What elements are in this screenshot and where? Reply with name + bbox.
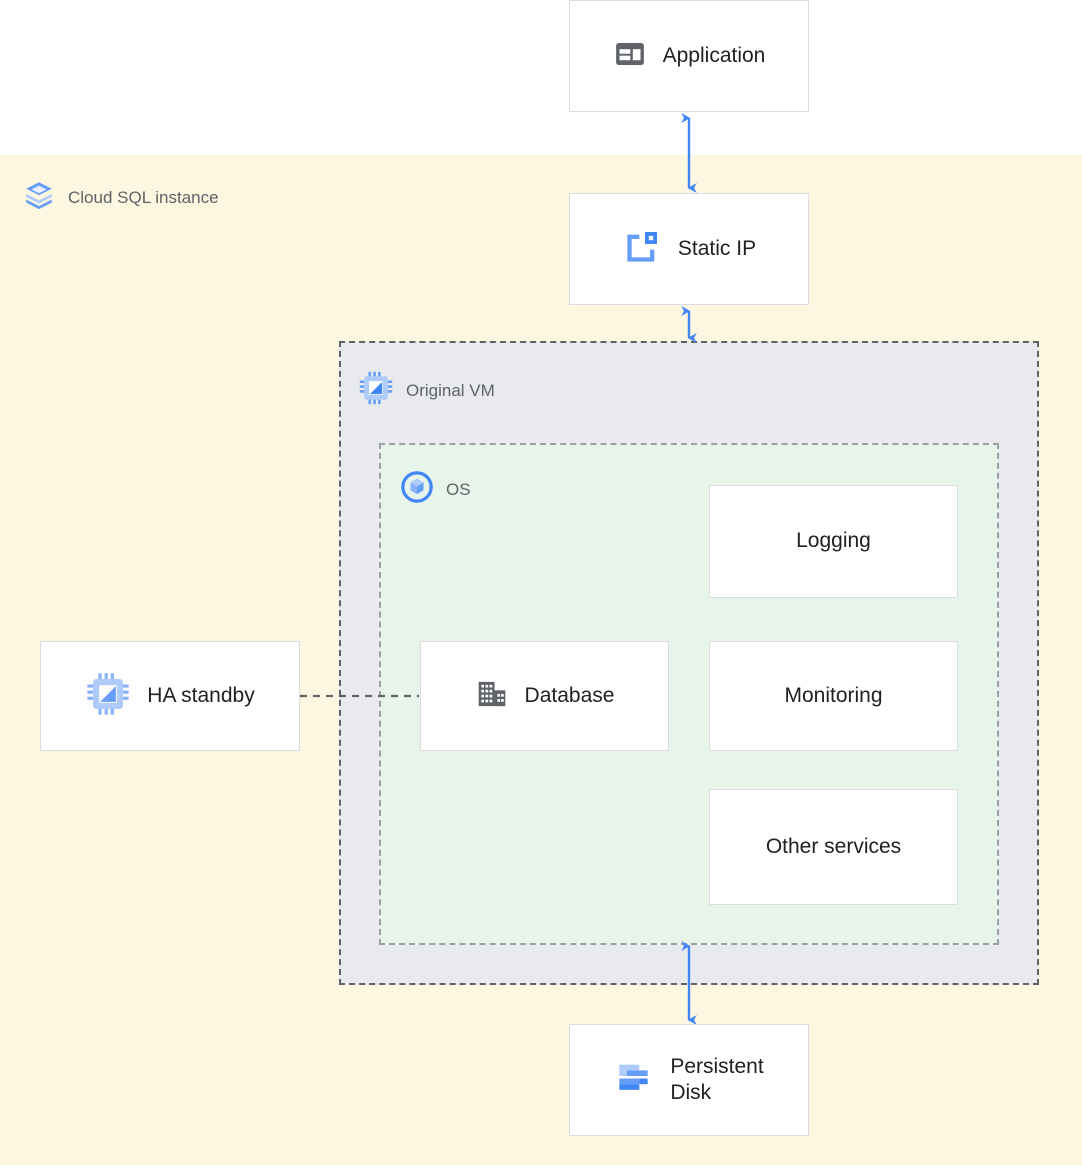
region-label-text: Original VM [406,380,495,400]
node-static-ip[interactable]: Static IP [569,193,809,305]
region-label-text: Cloud SQL instance [68,187,219,207]
os-circle-icon [400,470,434,509]
node-database[interactable]: Database [420,641,669,751]
node-monitoring[interactable]: Monitoring [709,641,958,751]
node-label: Database [524,683,615,707]
node-label: Monitoring [784,683,883,707]
node-logging[interactable]: Logging [709,485,958,598]
node-ha-standby[interactable]: HA standby [40,641,300,751]
region-label-cloud-sql-instance: Cloud SQL instance [22,178,219,217]
cpu-chip-icon [358,370,394,411]
node-label: Application [662,43,766,67]
node-label: HA standby [147,683,255,707]
persistent-disk-icon [614,1058,654,1103]
cloud-sql-layers-icon [22,178,56,217]
node-persistent-disk[interactable]: Persistent Disk [569,1024,809,1136]
node-label: Logging [796,529,871,553]
application-window-icon [613,37,647,76]
database-building-icon [475,677,509,716]
node-label: Static IP [677,236,757,260]
node-application[interactable]: Application [569,0,809,112]
region-label-text: OS [446,479,471,499]
node-other-services[interactable]: Other services [709,789,958,905]
static-ip-icon [622,227,662,272]
node-label: Other services [765,834,902,858]
region-label-original-vm: Original VM [358,370,495,411]
region-label-os: OS [400,470,471,509]
cpu-chip-icon [85,671,131,722]
node-label: Persistent Disk [670,1054,764,1104]
